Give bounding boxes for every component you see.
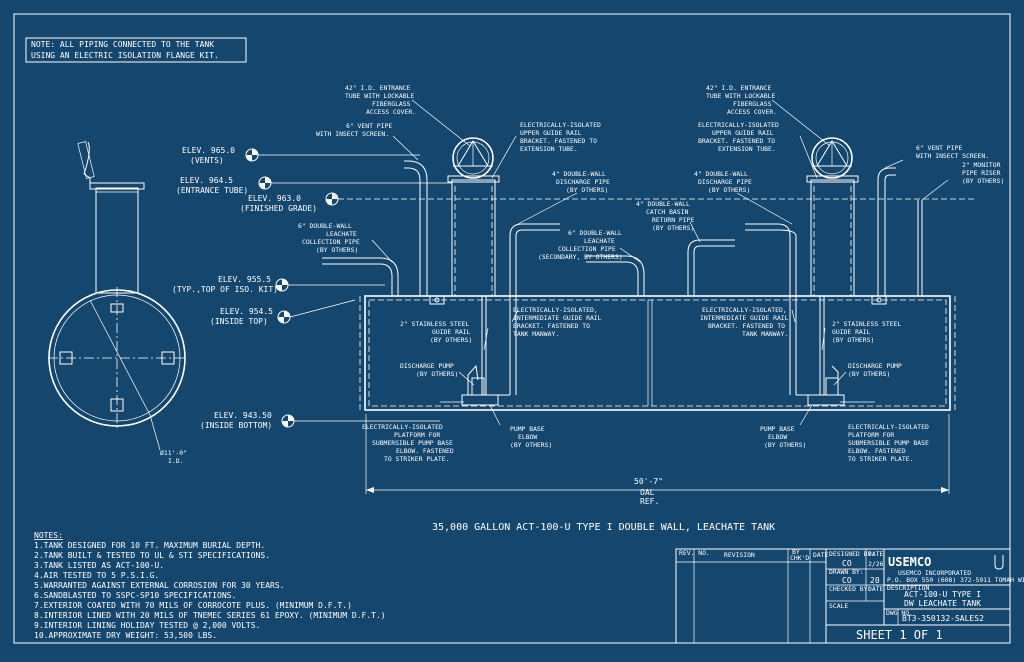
elev-954-5-label: ELEV. 954.5 [220, 307, 273, 316]
tank-title: 35,000 GALLON ACT-100-U TYPE I DOUBLE WA… [432, 522, 775, 533]
elev-943-5-label: ELEV. 943.50 [214, 411, 272, 420]
company-address: P.O. BOX 550 (608) 372-5911 TOMAH WI 546… [887, 576, 1024, 584]
scale-label: SCALE [829, 602, 848, 610]
elev-963-label: ELEV. 963.0 [248, 194, 301, 203]
tank-side-view [359, 295, 956, 411]
elev-955-5-label: ELEV. 955.5 [218, 275, 271, 284]
designed-date: 2/26 [868, 560, 884, 568]
note-item: 4.AIR TESTED TO 5 P.S.I.G. [34, 571, 159, 580]
catch-basin-callout: 4" DOUBLE-WALL CATCH BASIN RETURN PIPE (… [636, 200, 698, 232]
platform-callout-right: ELECTRICALLY-ISOLATED PLATFORM FOR SUBME… [848, 423, 933, 463]
elev-954-5-sub: (INSIDE TOP) [210, 317, 268, 326]
date-label: DATE [868, 585, 884, 593]
leachate-secondary-callout: 6" DOUBLE-WALL LEACHATE COLLECTION PIPE … [538, 229, 626, 261]
upper-rail-callout-left: ELECTRICALLY-ISOLATED UPPER GUIDE RAIL B… [520, 121, 605, 153]
leachate-callout: 6" DOUBLE-WALL LEACHATE COLLECTION PIPE … [298, 222, 364, 254]
pump-callout-right: DISCHARGE PUMP (BY OTHERS) [848, 362, 906, 378]
pump-base-callout-left: PUMP BASE ELBOW (BY OTHERS) [510, 425, 552, 449]
company-name: USEMCO INCORPORATED [898, 569, 971, 577]
revision-header: REVISION [724, 551, 755, 559]
overall-dimension: 50'-7" OAL REF. [365, 414, 950, 506]
description-label: DESCRIPTION [887, 584, 929, 592]
drawn-by-label: DRAWN BY: [829, 568, 864, 576]
ref-label: REF. [640, 497, 659, 506]
entrance-tube-callout-left: 42" I.D. ENTRANCE TUBE WITH LOCKABLE FIB… [345, 84, 418, 116]
discharge-callout-right: 4" DOUBLE-WALL DISCHARGE PIPE (BY OTHERS… [694, 170, 756, 194]
notes-section: NOTES: 1.TANK DESIGNED FOR 10 FT. MAXIMU… [34, 531, 386, 640]
company-logo: USEMCO [888, 555, 931, 569]
elev-955-5-sub: (TYP.,TOP OF ISO. KIT) [172, 285, 278, 294]
note-item: 8.INTERIOR LINED WITH 20 MILS OF TNEMEC … [34, 611, 386, 620]
vent-callout-right: 6" VENT PIPE WITH INSECT SCREEN. [916, 144, 989, 160]
date-label: DATE [868, 550, 884, 558]
note-box: NOTE: ALL PIPING CONNECTED TO THE TANK U… [25, 37, 247, 63]
designed-by: CO [842, 559, 852, 568]
intermediate-rail-callout-right: ELECTRICALLY-ISOLATED, INTERMEDIATE GUID… [700, 306, 792, 338]
drawn-date: 20 [870, 576, 880, 585]
elev-943-5-sub: (INSIDE BOTTOM) [200, 421, 272, 430]
diameter-label: Ø11'-0" [160, 449, 187, 457]
drawn-by: CO [842, 576, 852, 585]
rev-header: REV. NO. [679, 549, 710, 557]
oal-dimension: 50'-7" [634, 477, 663, 486]
vent-callout-left: 6" VENT PIPE WITH INSECT SCREEN. [316, 122, 396, 138]
entrance-tube-callout-right: 42" I.D. ENTRANCE TUBE WITH LOCKABLE FIB… [706, 84, 779, 116]
description-1: ACT-100-U TYPE I [904, 590, 981, 599]
discharge-pump [471, 377, 485, 396]
left-manway [447, 137, 500, 406]
discharge-pump [825, 377, 839, 396]
callout-texts: 42" I.D. ENTRANCE TUBE WITH LOCKABLE FIB… [298, 84, 1004, 463]
intermediate-rail-callout-left: ELECTRICALLY-ISOLATED, INTERMEDIATE GUID… [513, 306, 605, 338]
piping [322, 160, 923, 396]
platform-callout-left: ELECTRICALLY-ISOLATED PLATFORM FOR SUBME… [362, 423, 458, 463]
designed-by-label: DESIGNED BY: [829, 550, 875, 558]
sheet-number: SHEET 1 OF 1 [856, 628, 943, 642]
elevation-labels: ELEV. 965.0 (VENTS) ELEV. 964.5 (ENTRANC… [172, 146, 975, 430]
pump-base-callout-right: PUMP BASE ELBOW (BY OTHERS) [760, 425, 806, 449]
elev-965-sub: (VENTS) [190, 156, 224, 165]
note-line-1: NOTE: ALL PIPING CONNECTED TO THE TANK [31, 40, 214, 49]
note-item: 9.INTERIOR LINING HOLIDAY TESTED @ 2,000… [34, 621, 260, 630]
guide-rail-callout-right: 2" STAINLESS STEEL GUIDE RAIL (BY OTHERS… [832, 320, 905, 344]
elev-964-5-sub: (ENTRANCE TUBE) [176, 186, 248, 195]
dwg-number: BT3-350132-SALES2 [902, 614, 984, 623]
elev-964-5-label: ELEV. 964.5 [180, 176, 233, 185]
note-item: 6.SANDBLASTED TO SSPC-SP10 SPECIFICATION… [34, 591, 236, 600]
by-header: BY [792, 548, 800, 556]
pump-callout-left: DISCHARGE PUMP (BY OTHERS) [400, 362, 458, 378]
dwg-label: DWG NO. [886, 609, 913, 617]
notes-heading: NOTES: [34, 531, 63, 540]
note-item: 7.EXTERIOR COATED WITH 70 MILS OF CORROC… [34, 601, 352, 610]
guide-rail-callout-left: 2" STAINLESS STEEL GUIDE RAIL (BY OTHERS… [400, 320, 474, 344]
pump-base [461, 394, 499, 406]
title-block: REV. NO. REVISION BY CHK'D DATE DESIGNED… [675, 548, 1024, 644]
discharge-callout-left: 4" DOUBLE-WALL DISCHARGE PIPE (BY OTHERS… [552, 170, 614, 194]
note-item: 1.TANK DESIGNED FOR 10 FT. MAXIMUM BURIA… [34, 541, 265, 550]
note-line-2: USING AN ELECTRIC ISOLATION FLANGE KIT. [31, 51, 219, 60]
right-manway [806, 137, 859, 406]
note-item: 5.WARRANTED AGAINST EXTERNAL CORROSION F… [34, 581, 284, 590]
chkd-header: CHK'D [790, 554, 809, 562]
note-item: 3.TANK LISTED AS ACT-100-U. [34, 561, 164, 570]
upper-rail-callout-right: ELECTRICALLY-ISOLATED UPPER GUIDE RAIL B… [698, 121, 783, 153]
date-header: DATE [813, 551, 829, 559]
pump-base [807, 394, 845, 406]
elev-965-label: ELEV. 965.0 [182, 146, 235, 155]
drawing-border [13, 13, 1011, 644]
monitor-riser-callout: 2" MONITOR PIPE RISER (BY OTHERS) [962, 161, 1004, 185]
leader-lines [371, 99, 949, 426]
logo-icon [994, 555, 1004, 570]
checked-by-label: CHECKED BY: [829, 585, 871, 593]
end-view: Ø11'-0" I.D. [48, 141, 187, 465]
oal-label: OAL [640, 488, 655, 497]
diameter-id-label: I.D. [168, 457, 183, 465]
description-2: DW LEACHATE TANK [904, 599, 981, 608]
note-item: 10.APPROXIMATE DRY WEIGHT: 53,500 LBS. [34, 631, 217, 640]
note-item: 2.TANK BUILT & TESTED TO UL & STI SPECIF… [34, 551, 270, 560]
elev-963-sub: (FINISHED GRADE) [240, 204, 317, 213]
